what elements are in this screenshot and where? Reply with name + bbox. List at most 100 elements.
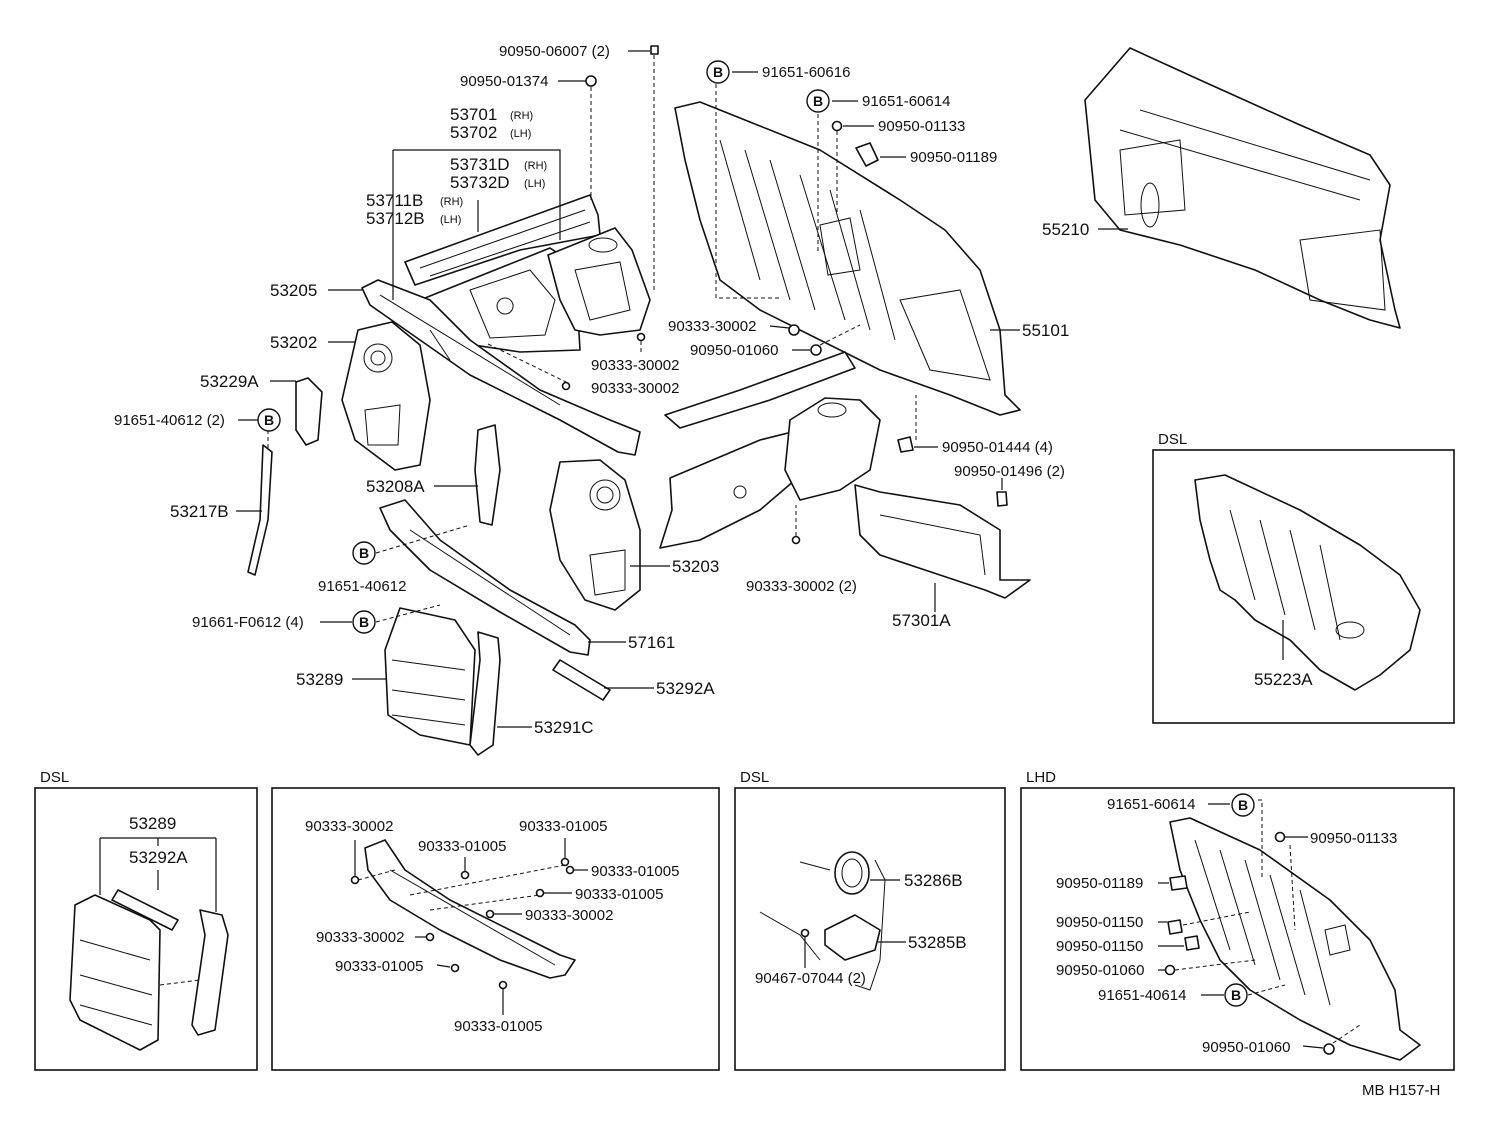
box-lhd-title: LHD [1026,769,1056,786]
label-90333-30002-b: 90333-30002 [591,380,679,397]
box-dsl-left: DSL 53289 53292A [34,769,258,1071]
part-shape-53202 [341,321,431,471]
label-53732d: 53732D [450,173,510,192]
label-53217b: 53217B [170,502,229,521]
label-mid-2: 90333-01005 [418,838,506,855]
part-shape-53205 [361,279,641,456]
label-53712b: 53712B [366,209,425,228]
part-shape-53731d [547,227,651,336]
label-91651-60616: 91651-60616 [762,64,850,81]
label-lhd-2: 90950-01133 [1310,830,1397,847]
label-91651-60614: 91651-60614 [862,93,950,110]
label-91651-40612: 91651-40612 [318,578,406,595]
part-shape-apron-center [659,429,801,549]
part-shape-53291c [469,631,501,756]
label-lhd-5: 90950-01150 [1056,938,1143,955]
label-mid-3: 90333-01005 [519,818,607,835]
box-dsl-right-title: DSL [1158,431,1187,448]
part-shape-53217b [247,444,273,576]
label-53292a: 53292A [656,679,715,698]
label-90950-01374: 90950-01374 [460,73,548,90]
badge-b-1 [706,60,730,84]
label-lhd-7: 91651-40614 [1098,987,1186,1004]
badges: B B B B B [257,60,830,634]
badge-b-3-text: B [264,412,274,428]
label-53286b: 53286B [904,871,963,890]
label-53731d-side: (RH) [524,160,547,172]
badge-b-4 [352,541,376,565]
label-53203: 53203 [672,557,719,576]
label-91651-40612-2: 91651-40612 (2) [114,412,225,429]
part-shape-53285b [824,914,881,961]
label-mid-1: 90333-30002 [305,818,393,835]
label-53732d-side: (LH) [524,178,545,190]
label-57301a: 57301A [892,611,951,630]
label-53702: 53702 [450,123,497,142]
label-90950-06007: 90950-06007 (2) [499,43,610,60]
badge-b-lhd-1-text: B [1238,797,1248,813]
label-53229a: 53229A [200,372,259,391]
label-53205: 53205 [270,281,317,300]
assembly-55210 [1084,47,1401,329]
badge-b-lhd-2 [1224,983,1248,1007]
label-90333-30002-c: 90333-30002 [668,318,756,335]
part-shape-57161 [379,499,591,656]
part-shape-53289 [384,607,476,746]
label-53731d: 53731D [450,155,510,174]
label-90950-01189: 90950-01189 [910,149,997,166]
box-dsl-right: DSL 55223A [1152,431,1455,724]
label-53702-side: (LH) [510,128,531,140]
badge-b-5 [352,610,376,634]
label-53701: 53701 [450,105,497,124]
part-shape-dsl-53292a [111,889,179,931]
label-90950-01133: 90950-01133 [878,118,965,135]
part-shape-lhd-dash [1169,817,1421,1061]
part-shape-dsl-53291c [191,909,229,1036]
badge-b-2-text: B [813,93,823,109]
label-mid-8: 90333-01005 [335,958,423,975]
label-53711b: 53711B [366,191,423,210]
label-53208a: 53208A [366,477,425,496]
part-shape-53208a [474,424,501,526]
part-shape-tower-center [784,397,881,501]
box-dsl-mid-title: DSL [740,769,769,786]
label-lhd-4: 90950-01150 [1056,914,1143,931]
label-mid-9: 90333-01005 [454,1018,542,1035]
badge-b-lhd-2-text: B [1231,987,1241,1003]
label-mid-7: 90333-30002 [316,929,404,946]
badge-b-4-text: B [359,545,369,561]
diagram-code: MB H157-H [1362,1082,1440,1099]
part-shape-55101 [674,101,1021,416]
label-55101: 55101 [1022,321,1069,340]
part-shape-53292a [552,659,611,701]
box-middle: 90333-30002 90333-01005 90333-01005 9033… [271,787,720,1071]
part-shape-57301a [854,484,1031,599]
label-90333-30002-2: 90333-30002 (2) [746,578,857,595]
part-shape-55223a [1194,474,1421,691]
label-lhd-1: 91651-60614 [1107,796,1195,813]
label-90467-07044: 90467-07044 (2) [755,970,866,987]
badge-b-lhd-1 [1231,793,1255,817]
box-dsl-mid: DSL 53286B 53285B 90467-07044 (2) [734,769,1006,1071]
label-90950-01060: 90950-01060 [690,342,778,359]
label-lhd-3: 90950-01189 [1056,875,1143,892]
label-90950-01444: 90950-01444 (4) [942,439,1053,456]
box-dsl-left-title: DSL [40,769,69,786]
label-53285b: 53285B [908,933,967,952]
label-lhd-6: 90950-01060 [1056,962,1144,979]
label-53202: 53202 [270,333,317,352]
badge-b-1-text: B [713,64,723,80]
label-53289: 53289 [296,670,343,689]
badge-b-2 [806,89,830,113]
label-mid-4: 90333-01005 [591,863,679,880]
part-shape-55210 [1084,47,1401,329]
label-dsl-53289: 53289 [129,814,176,833]
part-shape-dsl-53289 [69,894,161,1051]
label-57161: 57161 [628,633,675,652]
badge-b-3 [257,408,281,432]
label-53291c: 53291C [534,718,594,737]
label-53711b-side: (RH) [440,196,463,208]
label-lhd-8: 90950-01060 [1202,1039,1290,1056]
